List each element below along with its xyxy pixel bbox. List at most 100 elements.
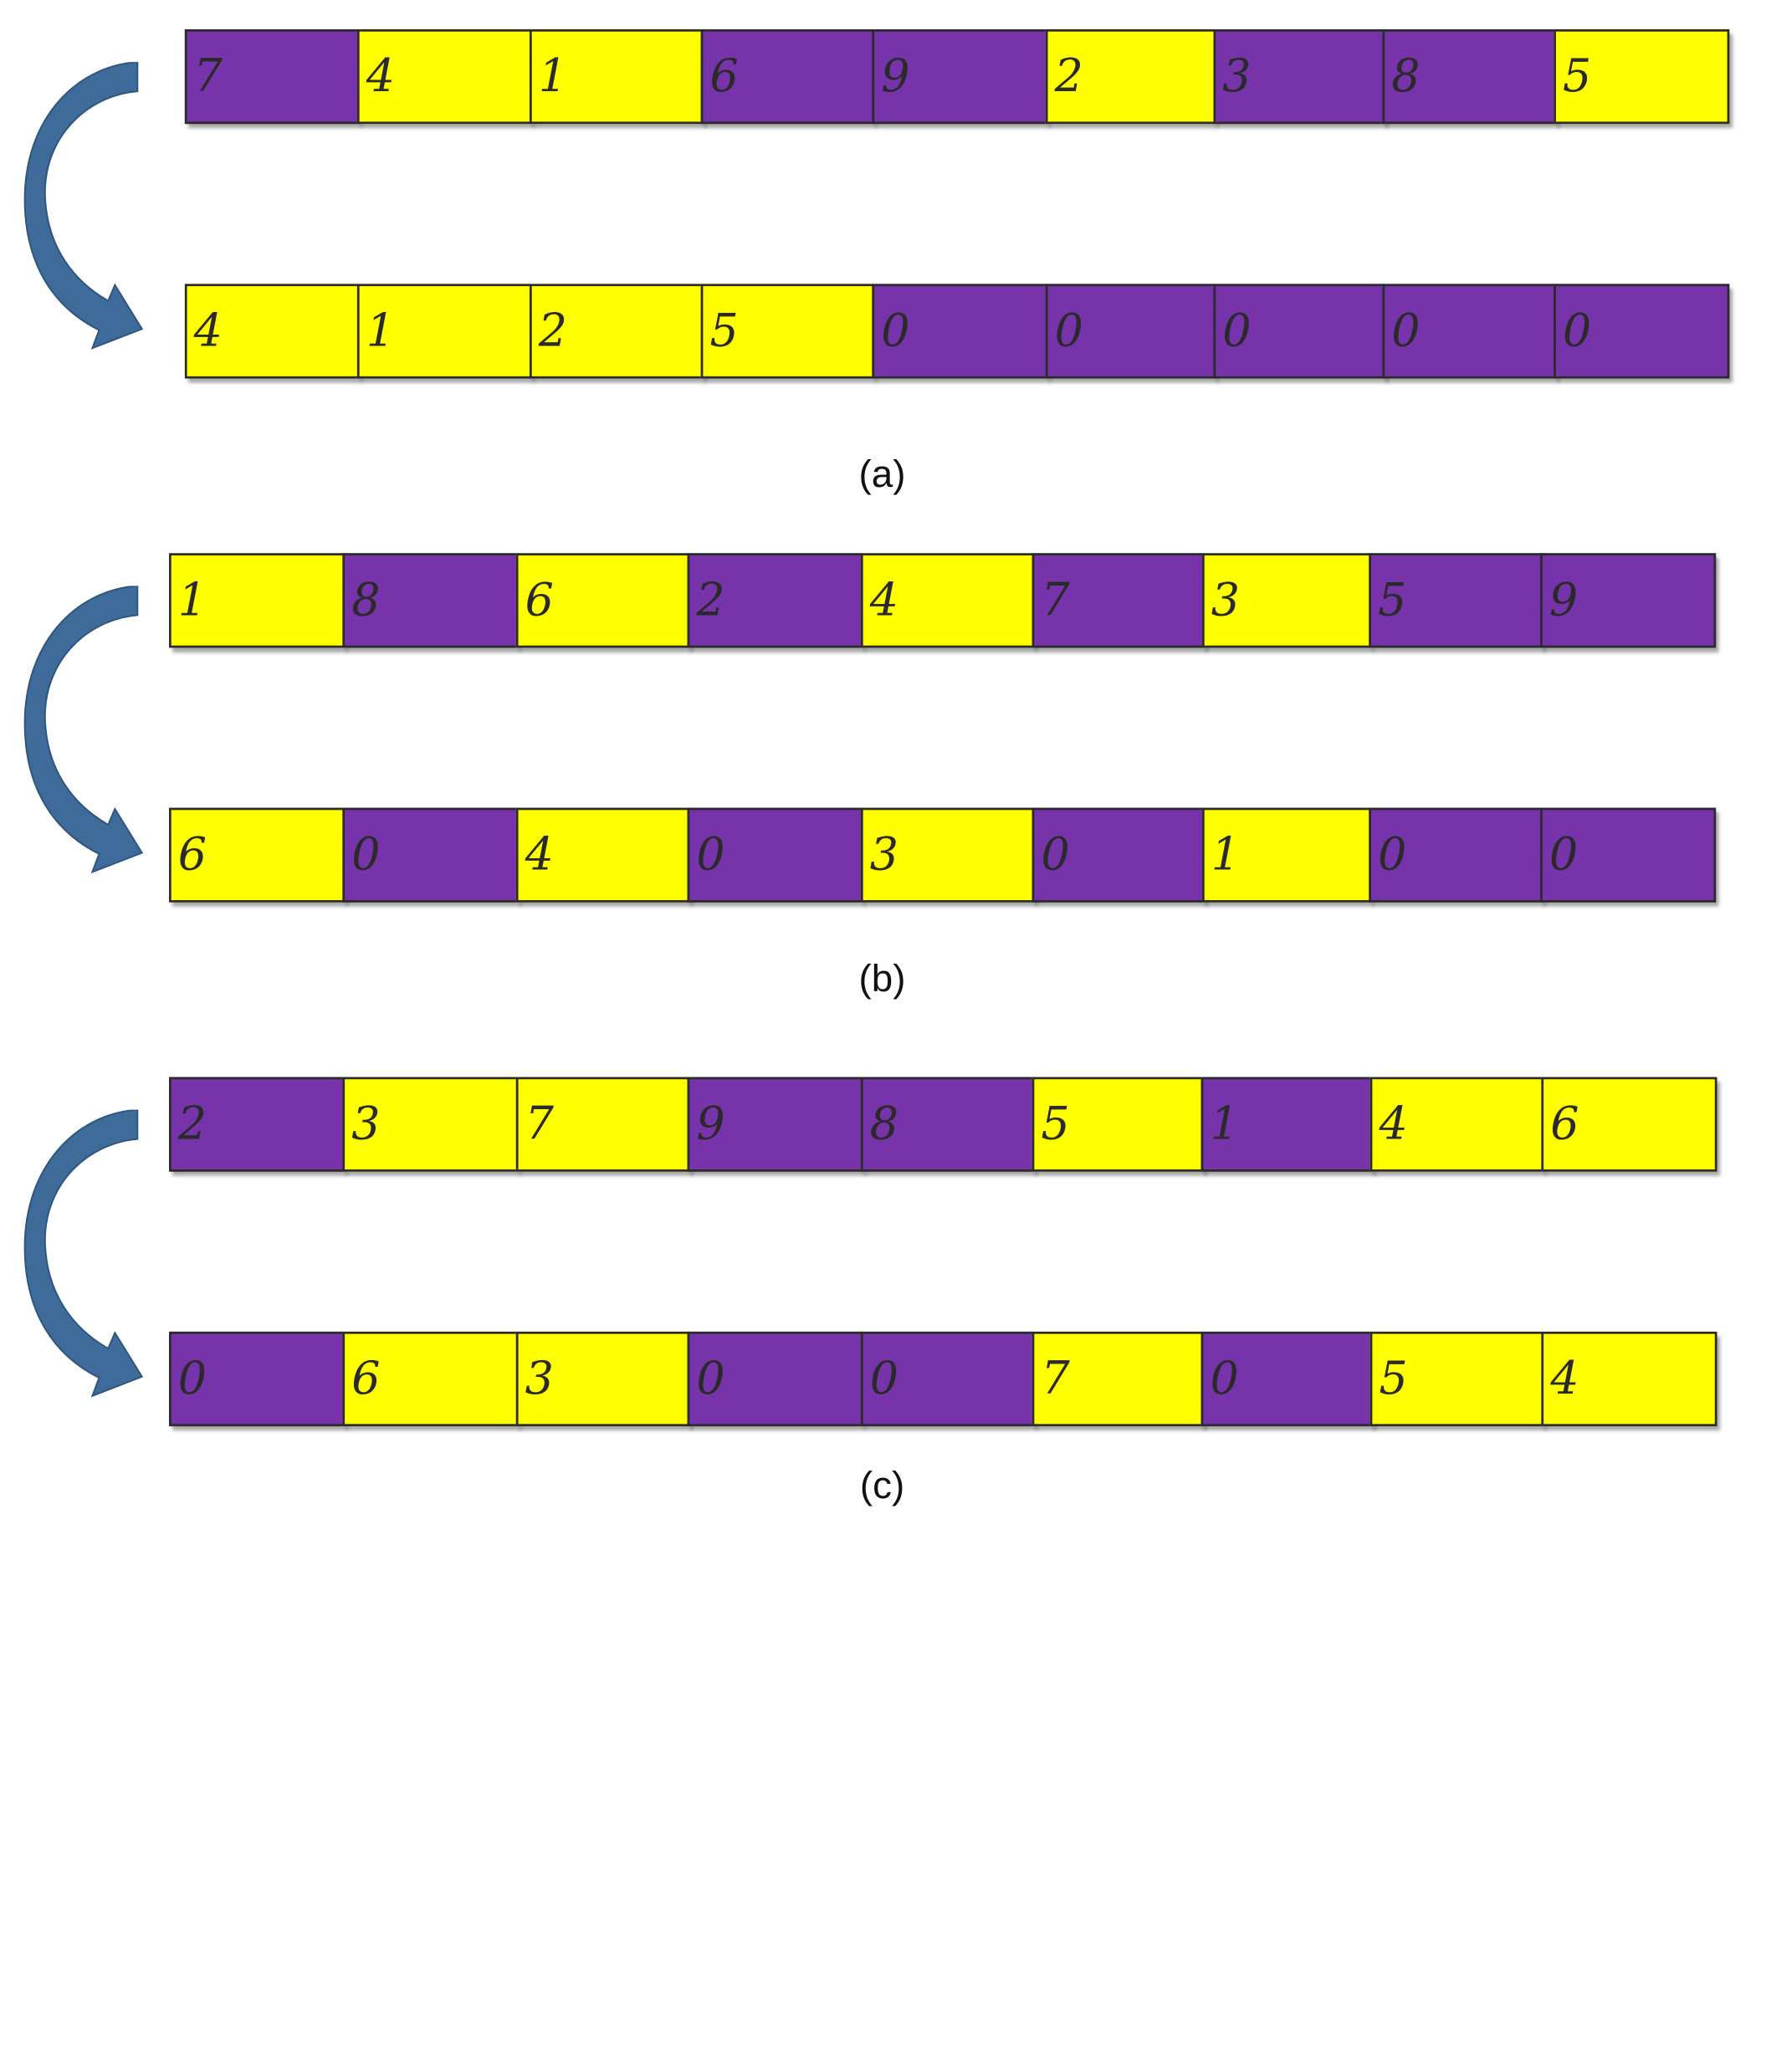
- array-cell: 8: [1382, 29, 1556, 125]
- array-cell: 1: [1200, 1077, 1373, 1172]
- cell-value: 5: [1378, 574, 1407, 627]
- cell-value: 4: [525, 829, 554, 882]
- array-cell: 0: [1200, 1331, 1373, 1427]
- cell-value: 0: [1054, 304, 1083, 357]
- curved-arrow-icon: [23, 586, 144, 874]
- array-cell: 6: [169, 807, 346, 903]
- array-cell: 2: [529, 284, 704, 379]
- cell-value: 0: [1548, 829, 1579, 882]
- array-cell: 5: [1554, 29, 1730, 125]
- array-cell: 4: [1369, 1077, 1544, 1172]
- array-cell: 3: [342, 1077, 519, 1172]
- cell-value: 4: [193, 304, 223, 357]
- array-cell: 0: [1540, 807, 1717, 903]
- array-cell: 8: [860, 1077, 1035, 1172]
- cell-value: 0: [177, 1353, 207, 1405]
- cell-value: 3: [351, 1098, 381, 1151]
- array-cell: 0: [687, 1331, 863, 1427]
- array-cell: 5: [700, 284, 875, 379]
- cell-value: 3: [1222, 50, 1252, 103]
- array-cell: 6: [515, 553, 690, 648]
- cell-value: 0: [869, 1353, 899, 1405]
- cell-value: 4: [1379, 1098, 1408, 1151]
- cell-value: 5: [1563, 50, 1592, 103]
- cell-value: 1: [1211, 829, 1241, 882]
- array-cell: 4: [184, 284, 360, 379]
- panel-label: (a): [858, 453, 906, 496]
- array-cell: 0: [687, 807, 863, 903]
- array-cell: 5: [1369, 553, 1543, 648]
- array-cell: 4: [356, 29, 532, 125]
- array-cell: 7: [515, 1077, 690, 1172]
- cell-value: 9: [881, 50, 910, 103]
- cell-value: 5: [709, 304, 739, 357]
- cell-value: 7: [1041, 574, 1070, 627]
- array-cell: 6: [1541, 1077, 1717, 1172]
- cell-value: 0: [1222, 304, 1252, 357]
- array-cell: 3: [860, 807, 1035, 903]
- cell-value: 2: [538, 304, 568, 357]
- array-cell: 1: [356, 284, 532, 379]
- array-row-after: 4 1 2 5 0 0 0 0 0: [184, 284, 1730, 379]
- array-cell: 1: [169, 553, 346, 648]
- cell-value: 3: [1211, 574, 1241, 627]
- cell-value: 0: [1210, 1353, 1239, 1405]
- cell-value: 2: [1054, 50, 1083, 103]
- cell-value: 7: [1041, 1353, 1070, 1405]
- array-cell: 5: [1369, 1331, 1544, 1427]
- array-cell: 8: [342, 553, 519, 648]
- array-cell: 0: [1554, 284, 1730, 379]
- array-cell: 2: [169, 1077, 346, 1172]
- cell-value: 0: [351, 829, 381, 882]
- array-cell: 0: [342, 807, 519, 903]
- panel-label: (b): [858, 957, 906, 1000]
- cell-value: 1: [177, 574, 207, 627]
- array-cell: 5: [1031, 1077, 1204, 1172]
- cell-value: 7: [525, 1098, 554, 1151]
- cell-value: 6: [351, 1353, 381, 1405]
- cell-value: 0: [696, 829, 725, 882]
- cell-value: 6: [177, 829, 207, 882]
- array-cell: 7: [184, 29, 360, 125]
- array-cell: 3: [1202, 553, 1372, 648]
- array-cell: 0: [872, 284, 1048, 379]
- array-cell: 9: [872, 29, 1048, 125]
- cell-value: 6: [1550, 1098, 1579, 1151]
- array-cell: 7: [1031, 1331, 1204, 1427]
- array-cell: 4: [860, 553, 1035, 648]
- cell-value: 1: [366, 304, 395, 357]
- cell-value: 0: [881, 304, 910, 357]
- cell-value: 6: [709, 50, 739, 103]
- array-cell: 4: [515, 807, 690, 903]
- cell-value: 2: [696, 574, 725, 627]
- array-cell: 7: [1031, 553, 1205, 648]
- array-cell: 9: [687, 1077, 863, 1172]
- array-cell: 3: [1213, 29, 1385, 125]
- array-cell: 0: [860, 1331, 1035, 1427]
- cell-value: 8: [1391, 50, 1420, 103]
- cell-value: 5: [1041, 1098, 1070, 1151]
- cell-value: 8: [351, 574, 381, 627]
- array-cell: 2: [1045, 29, 1216, 125]
- array-cell: 0: [1045, 284, 1216, 379]
- cell-value: 8: [869, 1098, 899, 1151]
- cell-value: 0: [1391, 304, 1420, 357]
- cell-value: 4: [1550, 1353, 1579, 1405]
- cell-value: 5: [1379, 1353, 1408, 1405]
- array-cell: 3: [515, 1331, 690, 1427]
- array-cell: 0: [1031, 807, 1205, 903]
- cell-value: 9: [696, 1098, 725, 1151]
- array-cell: 0: [1213, 284, 1385, 379]
- array-cell: 0: [1382, 284, 1556, 379]
- array-cell: 0: [169, 1331, 346, 1427]
- array-cell: 2: [687, 553, 863, 648]
- curved-arrow-icon: [23, 62, 144, 350]
- cell-value: 2: [177, 1098, 207, 1151]
- cell-value: 0: [696, 1353, 725, 1405]
